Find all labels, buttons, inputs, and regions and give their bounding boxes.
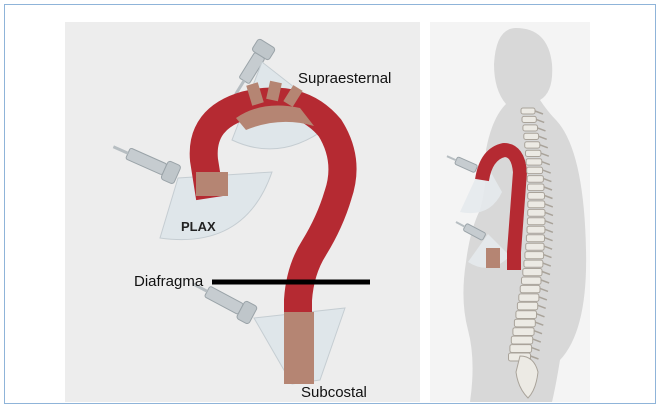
vertebra	[527, 176, 543, 183]
vertebra	[513, 328, 534, 336]
vertebra	[521, 108, 535, 114]
label-diaphragm: Diafragma	[134, 273, 204, 290]
vertebra	[524, 133, 539, 139]
vertebra	[527, 218, 545, 225]
vertebra	[519, 294, 539, 302]
vertebra	[526, 159, 542, 165]
vertebra	[528, 209, 545, 216]
vertebra	[528, 201, 545, 208]
vertebra	[526, 150, 541, 156]
vertebra	[511, 336, 532, 344]
vertebra	[520, 285, 540, 292]
vertebra	[514, 319, 535, 327]
right-aorta-in-window	[486, 248, 500, 268]
label-plax: PLAX	[181, 219, 216, 234]
vertebra	[527, 226, 545, 233]
vertebra	[523, 125, 538, 131]
vertebra	[525, 252, 544, 259]
aorta-in-plax-window	[196, 172, 228, 196]
vertebra	[516, 311, 537, 319]
vertebra	[524, 260, 543, 267]
vertebra	[525, 142, 540, 148]
vertebra	[527, 167, 543, 174]
vertebra	[510, 345, 532, 353]
vertebra	[523, 269, 542, 276]
aorta-in-subcostal-window	[284, 312, 314, 384]
vertebra	[522, 277, 542, 284]
label-suprasternal: Supraesternal	[298, 70, 391, 87]
label-subcostal: Subcostal	[301, 384, 367, 401]
vertebra	[526, 235, 544, 242]
arch-vessel-1	[252, 84, 258, 104]
vertebra	[526, 243, 544, 250]
arch-vessel-2	[272, 82, 276, 100]
vertebra	[528, 193, 545, 200]
vertebra	[522, 116, 536, 122]
vertebra	[517, 302, 537, 310]
vertebra	[528, 184, 545, 191]
